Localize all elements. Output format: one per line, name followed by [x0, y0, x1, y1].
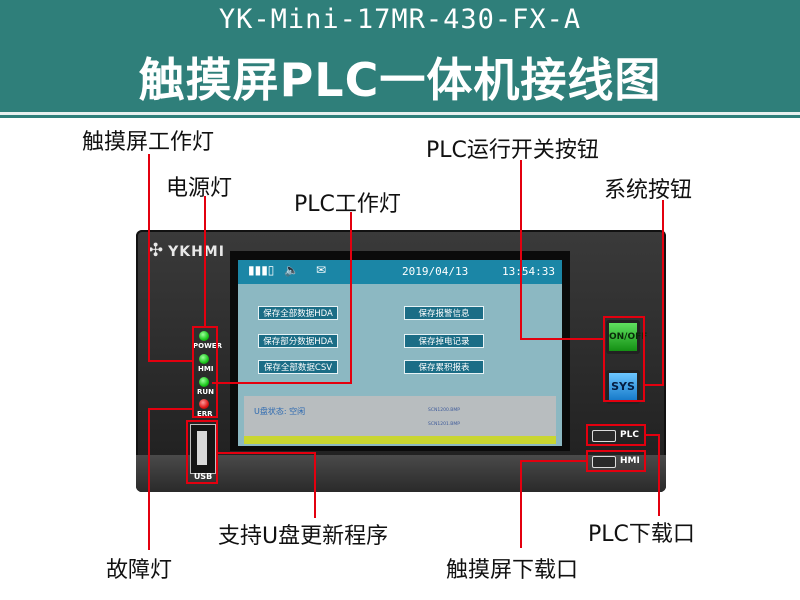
err-led-label: ERR — [197, 410, 213, 418]
plc-run-switch-button[interactable]: ON/OFF — [606, 320, 647, 354]
brand-name: YKHMI — [168, 244, 225, 260]
touch-download-label: 触摸屏下载口 — [446, 558, 579, 583]
plc-port-label: PLC — [620, 430, 639, 440]
fault-light-line-v — [148, 408, 150, 550]
status-date: 2019/04/13 — [402, 265, 469, 278]
banner-divider — [0, 112, 800, 115]
plc-port-highlight-box — [586, 424, 646, 446]
power-led — [199, 331, 209, 341]
plc-port-line-v — [658, 434, 660, 516]
plc-switch-line-v — [520, 160, 522, 340]
file-item[interactable]: SCN1201.BMP — [428, 422, 460, 427]
run-led — [199, 377, 209, 387]
hmi-download-port[interactable] — [592, 456, 616, 468]
usb-line-h — [216, 452, 316, 454]
plc-download-label: PLC下载口 — [588, 522, 695, 547]
usb-line-v — [314, 452, 316, 518]
save-report-button[interactable]: 保存累积报表 — [404, 360, 484, 374]
touch-screen[interactable]: ▮▮▮▯ 🔈 ✉ 2019/04/13 13:54:33 保存全部数据HDA 保… — [238, 260, 562, 446]
speaker-icon[interactable]: 🔈 — [284, 263, 299, 277]
page-title: 触摸屏PLC一体机接线图 — [138, 53, 662, 107]
touch-light-line-v — [148, 154, 150, 362]
plc-light-line-v — [350, 212, 352, 384]
buttons-highlight-box — [603, 316, 645, 402]
save-all-csv-button[interactable]: 保存全部数据CSV — [258, 360, 338, 374]
usb-update-label: 支持U盘更新程序 — [218, 524, 389, 549]
usb-highlight-box — [186, 420, 218, 484]
brand-logo: ✣YKHMI — [148, 240, 225, 261]
usb-label: USB — [193, 472, 213, 481]
hmi-led-label: HMI — [198, 365, 214, 373]
udisk-progress-bar — [244, 436, 556, 444]
file-item[interactable]: SCN1200.BMP — [428, 408, 460, 413]
udisk-panel — [244, 396, 556, 436]
plc-light-label: PLC工作灯 — [294, 192, 401, 217]
power-led-label: POWER — [193, 342, 222, 350]
hmi-led — [199, 354, 209, 364]
udisk-status: U盘状态: 空闲 — [254, 407, 306, 416]
model-number: YK-Mini-17MR-430-FX-A — [218, 4, 582, 35]
plc-switch-label: PLC运行开关按钮 — [426, 138, 599, 163]
usb-port-contact — [197, 431, 207, 465]
sys-button-label: 系统按钮 — [604, 178, 693, 203]
message-icon[interactable]: ✉ — [316, 263, 327, 277]
ykhmi-logo-icon: ✣ — [148, 240, 165, 261]
battery-icon: ▮▮▮▯ — [248, 263, 275, 277]
led-highlight-box — [192, 326, 218, 418]
system-button[interactable]: SYS — [606, 370, 640, 404]
save-alarm-button[interactable]: 保存报警信息 — [404, 306, 484, 320]
save-part-hda-button[interactable]: 保存部分数据HDA — [258, 334, 338, 348]
plc-port-line-h — [646, 434, 660, 436]
hmi-port-label: HMI — [620, 456, 640, 466]
touch-light-line-h — [148, 360, 194, 362]
status-time: 13:54:33 — [502, 265, 555, 278]
sys-line-v — [662, 200, 664, 386]
sys-line-h — [644, 384, 664, 386]
fault-light-label: 故障灯 — [106, 558, 173, 583]
save-all-hda-button[interactable]: 保存全部数据HDA — [258, 306, 338, 320]
screen-status-bar: ▮▮▮▯ 🔈 ✉ 2019/04/13 13:54:33 — [238, 260, 562, 284]
save-poweroff-button[interactable]: 保存掉电记录 — [404, 334, 484, 348]
hmi-port-line-v — [520, 460, 522, 548]
title-banner — [0, 0, 800, 118]
plc-download-port[interactable] — [592, 430, 616, 442]
touch-light-label: 触摸屏工作灯 — [82, 130, 215, 155]
plc-switch-line-h — [520, 338, 604, 340]
power-light-line — [204, 196, 206, 328]
hmi-port-line-h — [520, 460, 586, 462]
run-led-label: RUN — [197, 388, 214, 396]
hmi-port-highlight-box — [586, 450, 646, 472]
usb-port[interactable] — [190, 424, 216, 474]
fault-light-line-h — [148, 408, 194, 410]
power-light-label: 电源灯 — [166, 176, 233, 201]
plc-light-line-h — [212, 382, 352, 384]
err-led — [199, 399, 209, 409]
